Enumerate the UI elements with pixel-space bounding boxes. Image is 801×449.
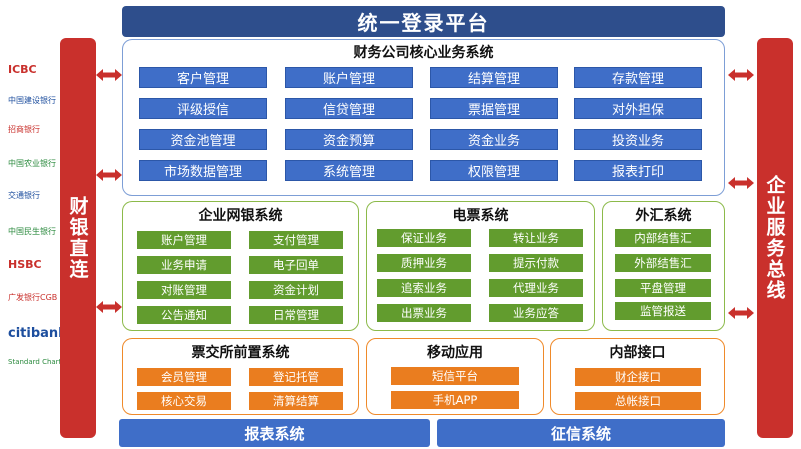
exchange-module-button[interactable]: 登记托管 xyxy=(249,368,343,386)
core-system-title: 财务公司核心业务系统 xyxy=(353,45,494,61)
ebank-module-button[interactable]: 日常管理 xyxy=(249,306,343,324)
forex-title: 外汇系统 xyxy=(635,208,692,224)
double-arrow-icon xyxy=(96,301,122,313)
top-title-bar: 统一登录平台 xyxy=(122,6,725,37)
internal-module-button[interactable]: 财企接口 xyxy=(575,368,701,386)
ebank-module-button[interactable]: 业务申请 xyxy=(137,256,231,274)
ebank-module-button[interactable]: 电子回单 xyxy=(249,256,343,274)
internal-module-button[interactable]: 总帐接口 xyxy=(575,392,701,410)
core-module-button[interactable]: 资金预算 xyxy=(285,129,413,150)
double-arrow-icon xyxy=(728,307,754,319)
core-module-button[interactable]: 报表打印 xyxy=(574,160,702,181)
ebank-module-button[interactable]: 资金计划 xyxy=(249,281,343,299)
mobile-module-button[interactable]: 短信平台 xyxy=(391,367,519,385)
ebank-module-button[interactable]: 公告通知 xyxy=(137,306,231,324)
bank-logo: 交通银行 xyxy=(8,191,40,200)
ebank-title: 企业网银系统 xyxy=(198,208,283,224)
core-module-button[interactable]: 信贷管理 xyxy=(285,98,413,119)
internal-panel: 内部接口 财企接口总帐接口 xyxy=(550,338,725,415)
ebill-module-button[interactable]: 转让业务 xyxy=(489,229,583,247)
forex-module-button[interactable]: 外部结售汇 xyxy=(615,254,711,272)
forex-module-button[interactable]: 监管报送 xyxy=(615,302,711,320)
core-module-button[interactable]: 市场数据管理 xyxy=(139,160,267,181)
exchange-module-button[interactable]: 会员管理 xyxy=(137,368,231,386)
ebank-module-button[interactable]: 账户管理 xyxy=(137,231,231,249)
ebill-module-button[interactable]: 代理业务 xyxy=(489,279,583,297)
mobile-module-button[interactable]: 手机APP xyxy=(391,391,519,409)
double-arrow-icon xyxy=(96,169,122,181)
ebill-module-button[interactable]: 出票业务 xyxy=(377,304,471,322)
forex-module-button[interactable]: 内部结售汇 xyxy=(615,229,711,247)
ebill-module-button[interactable]: 质押业务 xyxy=(377,254,471,272)
ebank-module-button[interactable]: 支付管理 xyxy=(249,231,343,249)
core-module-button[interactable]: 资金池管理 xyxy=(139,129,267,150)
ebill-module-button[interactable]: 提示付款 xyxy=(489,254,583,272)
core-module-button[interactable]: 系统管理 xyxy=(285,160,413,181)
bank-logo: 招商银行 xyxy=(8,125,40,134)
forex-panel: 外汇系统 内部结售汇外部结售汇平盘管理监管报送 xyxy=(602,201,725,331)
ebill-title: 电票系统 xyxy=(452,208,509,224)
core-module-button[interactable]: 资金业务 xyxy=(430,129,558,150)
core-module-button[interactable]: 投资业务 xyxy=(574,129,702,150)
left-bar-bank-direct: 财银直连 xyxy=(60,38,96,438)
bank-logo: 广发银行CGB xyxy=(8,293,58,302)
right-bar-enterprise-service-bus: 企业服务总线 xyxy=(757,38,793,438)
ebank-module-button[interactable]: 对账管理 xyxy=(137,281,231,299)
mobile-title: 移动应用 xyxy=(427,345,483,361)
credit-system-bar: 征信系统 xyxy=(437,419,725,447)
internal-title: 内部接口 xyxy=(609,345,666,361)
ebill-module-button[interactable]: 业务应答 xyxy=(489,304,583,322)
ebill-module-button[interactable]: 追索业务 xyxy=(377,279,471,297)
core-module-button[interactable]: 结算管理 xyxy=(430,67,558,88)
bank-logo: Standard Chartered xyxy=(8,358,78,366)
exchange-panel: 票交所前置系统 会员管理核心交易登记托管清算结算 xyxy=(122,338,359,415)
bank-logo: 中国民生银行 xyxy=(8,227,56,236)
ebank-panel: 企业网银系统 账户管理业务申请对账管理公告通知 支付管理电子回单资金计划日常管理 xyxy=(122,201,359,331)
core-module-button[interactable]: 对外担保 xyxy=(574,98,702,119)
bank-logo: HSBC xyxy=(8,258,42,271)
bank-logo: 中国建设银行 xyxy=(8,96,56,105)
exchange-module-button[interactable]: 核心交易 xyxy=(137,392,231,410)
core-module-button[interactable]: 账户管理 xyxy=(285,67,413,88)
double-arrow-icon xyxy=(96,69,122,81)
mobile-panel: 移动应用 短信平台手机APP xyxy=(366,338,544,415)
bank-logo: 中国农业银行 xyxy=(8,159,56,168)
ebill-module-button[interactable]: 保证业务 xyxy=(377,229,471,247)
exchange-title: 票交所前置系统 xyxy=(191,345,290,361)
core-module-button[interactable]: 评级授信 xyxy=(139,98,267,119)
exchange-module-button[interactable]: 清算结算 xyxy=(249,392,343,410)
report-system-bar: 报表系统 xyxy=(119,419,430,447)
double-arrow-icon xyxy=(728,177,754,189)
ebill-panel: 电票系统 保证业务质押业务追索业务出票业务 转让业务提示付款代理业务业务应答 xyxy=(366,201,595,331)
bank-logo: ICBC xyxy=(8,63,37,76)
core-system-panel: 财务公司核心业务系统 客户管理账户管理结算管理存款管理评级授信信贷管理票据管理对… xyxy=(122,39,725,196)
core-module-button[interactable]: 客户管理 xyxy=(139,67,267,88)
core-module-button[interactable]: 存款管理 xyxy=(574,67,702,88)
core-module-button[interactable]: 票据管理 xyxy=(430,98,558,119)
core-module-button[interactable]: 权限管理 xyxy=(430,160,558,181)
forex-module-button[interactable]: 平盘管理 xyxy=(615,279,711,297)
bank-logo: citibank xyxy=(8,326,67,341)
double-arrow-icon xyxy=(728,69,754,81)
